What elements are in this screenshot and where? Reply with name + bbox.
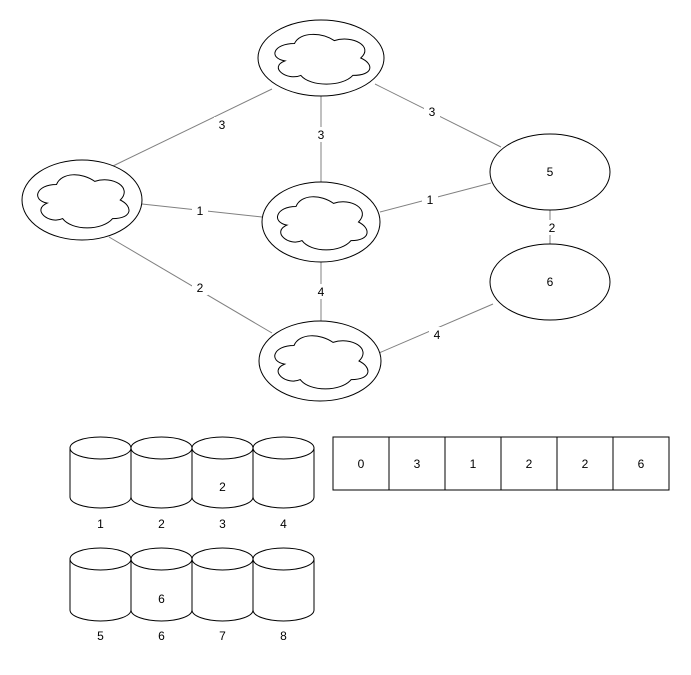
edge-weight-text: 2 xyxy=(549,221,556,235)
edge-weight-label: 3 xyxy=(313,127,329,142)
cylinder-label: 1 xyxy=(97,517,104,531)
cylinder-8: 8 xyxy=(252,547,315,643)
cylinder-row-1: 1 2 2 3 4 xyxy=(69,436,315,531)
cylinder-value: 2 xyxy=(219,480,226,494)
array-cell-5: 6 xyxy=(612,436,670,491)
array-cell-value: 1 xyxy=(470,457,477,471)
array-cell-4: 2 xyxy=(556,436,614,491)
cloud-shape xyxy=(38,175,129,228)
node-label: 5 xyxy=(547,165,554,179)
cylinder-label: 5 xyxy=(97,629,104,643)
cylinder-label: 8 xyxy=(280,629,287,643)
array-cell-value: 2 xyxy=(526,457,533,471)
array-cell-2: 1 xyxy=(444,436,502,491)
node-cloud-middle xyxy=(261,181,381,263)
edge-weight-label: 2 xyxy=(544,220,560,235)
array-cell-value: 2 xyxy=(582,457,589,471)
cylinder-label: 6 xyxy=(158,629,165,643)
array-cell-value: 3 xyxy=(414,457,421,471)
array-cell-3: 2 xyxy=(500,436,558,491)
edge-weight-label: 3 xyxy=(424,104,440,119)
node-ellipse-5: 5 xyxy=(489,133,611,211)
array-cell-1: 3 xyxy=(388,436,446,491)
node-label: 6 xyxy=(547,275,554,289)
edge-weight-text: 4 xyxy=(318,285,325,299)
edge-weight-label: 4 xyxy=(429,327,445,342)
edge-weight-label: 1 xyxy=(422,192,438,207)
edge-weight-text: 3 xyxy=(219,118,226,132)
cloud-shape xyxy=(275,336,368,389)
edge-weight-text: 1 xyxy=(197,204,204,218)
edge-weight-text: 4 xyxy=(434,328,441,342)
cylinder-label: 2 xyxy=(158,517,165,531)
array-strip: 0 3 1 2 2 6 xyxy=(332,436,670,491)
cylinder-value: 6 xyxy=(158,592,165,606)
node-cloud-top xyxy=(257,19,385,97)
cylinder-2: 2 xyxy=(130,436,193,531)
cylinder-7: 7 xyxy=(191,547,254,643)
array-cell-value: 6 xyxy=(638,457,645,471)
edge-cloudtop-cloudleft xyxy=(112,88,273,167)
node-ellipse-6: 6 xyxy=(489,243,611,321)
edge-labels-layer: 3 3 3 1 1 2 4 2 xyxy=(192,104,560,342)
edge-weight-label: 4 xyxy=(313,284,329,299)
cylinder-6: 6 6 xyxy=(130,547,193,643)
cylinder-label: 7 xyxy=(219,629,226,643)
cloud-shape xyxy=(277,197,367,250)
cylinder-1: 1 xyxy=(69,436,132,531)
edge-weight-text: 3 xyxy=(318,128,325,142)
edge-weight-text: 2 xyxy=(197,281,204,295)
edge-weight-label: 2 xyxy=(192,280,208,295)
cylinder-label: 3 xyxy=(219,517,226,531)
node-cloud-left xyxy=(21,159,143,241)
edge-weight-label: 3 xyxy=(214,117,230,132)
cylinder-5: 5 xyxy=(69,547,132,643)
edge-weight-text: 3 xyxy=(429,105,436,119)
cloud-shape xyxy=(275,34,370,84)
array-cell-value: 0 xyxy=(358,457,365,471)
node-cloud-bottom xyxy=(258,320,382,402)
edge-cloudleft-cloudbottom xyxy=(108,236,273,334)
array-cell-0: 0 xyxy=(332,436,390,491)
cylinder-row-2: 5 6 6 7 8 xyxy=(69,547,315,643)
edge-weight-label: 1 xyxy=(192,203,208,218)
cylinder-label: 4 xyxy=(280,517,287,531)
cylinder-4: 4 xyxy=(252,436,315,531)
edge-weight-text: 1 xyxy=(427,193,434,207)
cylinder-3: 2 3 xyxy=(191,436,254,531)
